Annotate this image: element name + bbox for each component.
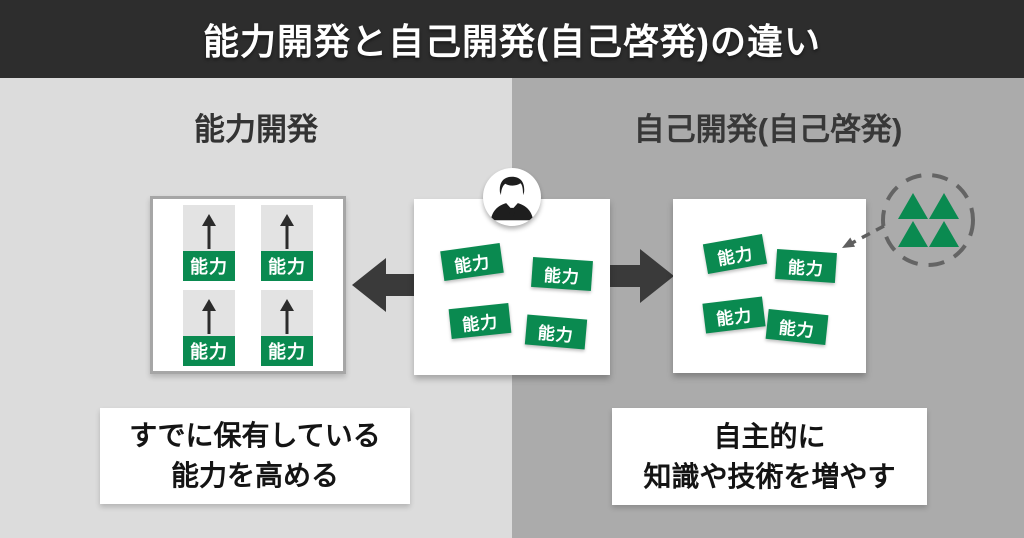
up-arrow-icon [183,204,235,251]
skill-cell: 能力 [261,204,313,281]
dashed-arrow-icon [838,222,886,252]
skill-cell: 能力 [261,289,313,366]
up-arrow-icon [183,289,235,336]
skill-tag: 能力 [702,296,766,334]
skill-tag: 能力 [702,234,768,274]
up-arrow-icon [261,204,313,251]
right-section-title: 自己開発(自己啓発) [633,112,903,147]
skill-tag: 能力 [448,302,512,340]
caption-line: 能力を高める [170,460,339,491]
page-title: 能力開発と自己開発(自己啓発)の違い [203,21,821,62]
person-icon [483,168,541,226]
left-caption-text: すでに保有している 能力を高める [129,416,380,496]
skill-tag: 能力 [261,250,313,281]
left-skill-box: 能力 能力 能力 能力 [150,196,346,374]
triangle-icon [928,221,959,247]
up-arrow-icon [261,289,313,336]
skill-tag: 能力 [261,335,313,366]
skill-tag: 能力 [183,335,235,366]
triangle-icon [928,193,959,219]
right-caption-box: 自主的に 知識や技術を増やす [612,408,927,505]
caption-line: 自主的に [713,420,826,452]
left-arrow-icon [352,258,418,312]
right-caption-text: 自主的に 知識や技術を増やす [643,417,895,497]
triangle-cluster-icon [879,171,977,269]
left-caption-box: すでに保有している 能力を高める [100,408,410,504]
center-skill-box: 能力 能力 能力 能力 [414,199,610,375]
skill-tag: 能力 [531,256,593,292]
skill-tag: 能力 [765,308,829,346]
caption-line: 知識や技術を増やす [643,460,896,492]
triangle-icon [897,221,928,247]
right-skill-box: 能力 能力 能力 能力 [673,199,866,373]
header-bar: 能力開発と自己開発(自己啓発)の違い [0,0,1024,78]
right-arrow-icon [608,249,674,303]
skill-cell: 能力 [183,289,235,366]
triangle-icon [897,193,928,219]
skill-tag: 能力 [524,314,588,350]
skill-tag: 能力 [183,250,235,281]
left-section-title: 能力開発 [194,112,318,147]
skill-tag: 能力 [775,248,837,284]
skill-tag: 能力 [440,242,504,282]
skill-cell: 能力 [183,204,235,281]
dashed-circle [879,171,977,269]
caption-line: すでに保有している [129,420,381,452]
